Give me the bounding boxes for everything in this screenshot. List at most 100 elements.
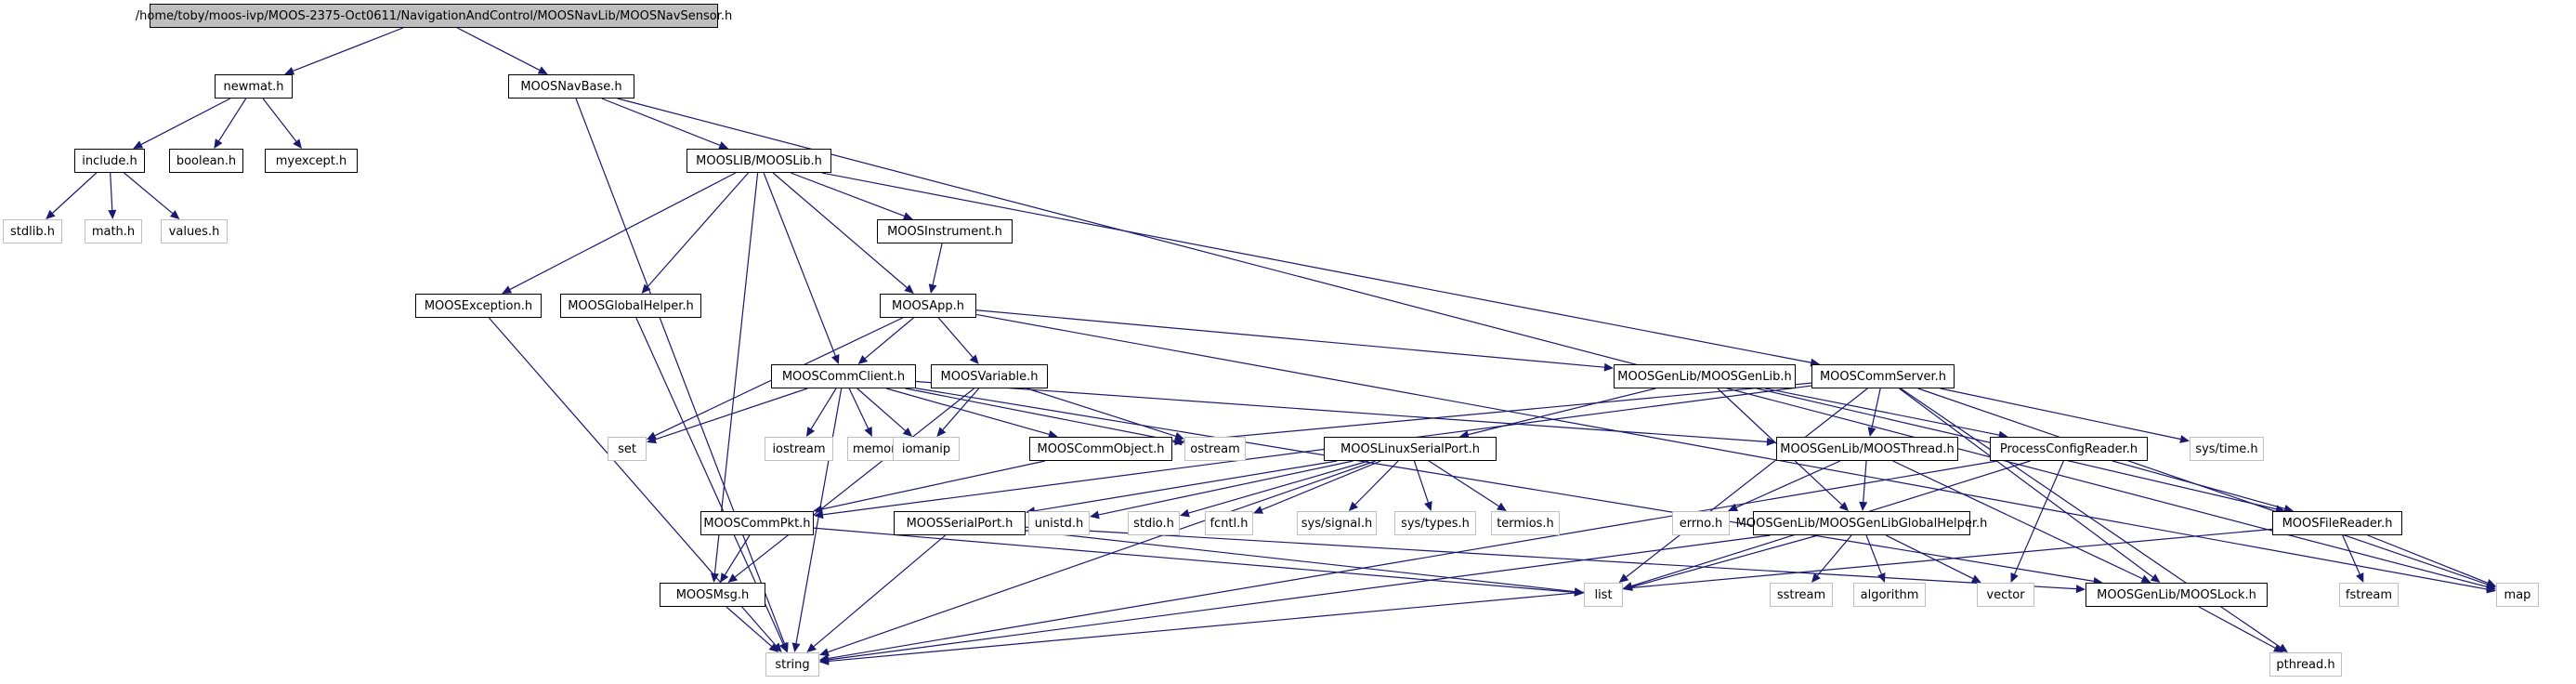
arrowhead-commserver-to-list	[1618, 573, 1629, 583]
arrowhead-globalhelper-to-string	[778, 642, 788, 652]
node-moosglobalhelper[interactable]: MOOSGlobalHelper.h	[560, 294, 701, 318]
node-moosgenlib[interactable]: MOOSGenLib/MOOSGenLib.h	[1614, 364, 1796, 388]
arrowhead-filereader-to-fstream	[2356, 572, 2364, 583]
edge-thread-to-lock	[1892, 460, 2143, 580]
node-algorithm: algorithm	[1853, 583, 1926, 607]
edge-include-to-math	[110, 172, 113, 211]
arrowhead-commclient-to-thread	[1766, 437, 1776, 446]
node-processconfigreader[interactable]: ProcessConfigReader.h	[1990, 437, 2148, 461]
edge-genlib-to-processconfig	[1765, 388, 1999, 436]
edge-commclient-to-ostream	[905, 388, 1176, 442]
edge-navbase-to-string	[575, 98, 786, 644]
edge-msg-to-string	[726, 606, 772, 647]
node-moosinstrument[interactable]: MOOSInstrument.h	[877, 219, 1013, 243]
arrowhead-newmat-to-include	[133, 140, 144, 149]
node-values: values.h	[161, 219, 228, 243]
edge-linuxserial-to-stdio	[1188, 460, 1369, 514]
node-myexcept[interactable]: myexcept.h	[265, 149, 358, 173]
arrowhead-mooslib-to-instrument	[902, 212, 913, 220]
edge-commpkt-to-list	[813, 527, 1576, 593]
node-moosapp[interactable]: MOOSApp.h	[880, 294, 976, 318]
node-include[interactable]: include.h	[74, 149, 145, 173]
node-moosnavbase[interactable]: MOOSNavBase.h	[508, 74, 634, 99]
node-moosgenlibglobalhelper[interactable]: MOOSGenLib/MOOSGenLibGlobalHelper.h	[1736, 511, 1987, 535]
edge-filereader-to-map	[2367, 534, 2488, 584]
node-mooscommobject[interactable]: MOOSCommObject.h	[1029, 437, 1172, 461]
edge-newmat-to-boolean	[218, 98, 247, 141]
arrowhead-commclient-to-commobject	[1047, 429, 1058, 439]
edge-variable-to-ostream	[1026, 388, 1176, 437]
edge-processconfig-to-filereader	[2112, 460, 2285, 509]
edge-app-to-genlib	[975, 309, 1605, 368]
arrowhead-commobject-to-commpkt	[813, 505, 823, 514]
node-moosthread[interactable]: MOOSGenLib/MOOSThread.h	[1776, 437, 1958, 461]
edge-genlibhelper-to-vector	[1885, 534, 1974, 580]
arrowhead-commclient-to-iostream	[806, 427, 816, 437]
node-mooslinuxserialport[interactable]: MOOSLinuxSerialPort.h	[1324, 437, 1497, 461]
arrowhead-linuxserial-to-stdio	[1180, 508, 1190, 518]
arrowhead-newmat-to-boolean	[214, 138, 223, 149]
node-math: math.h	[85, 219, 142, 243]
edge-commserver-to-commobject	[1181, 382, 1812, 442]
node-moosfilereader[interactable]: MOOSFileReader.h	[2272, 511, 2402, 535]
arrowhead-commclient-to-string	[791, 642, 801, 652]
edge-processconfig-to-vector	[2014, 460, 2064, 575]
edge-genlibhelper-to-list	[1631, 534, 1819, 588]
arrowhead-processconfig-to-vector	[2010, 572, 2019, 583]
edge-navbase-to-mooslib	[601, 98, 721, 146]
arrowhead-mooslib-to-commclient	[831, 354, 840, 364]
arrowhead-navbase-to-mooslib	[718, 141, 729, 150]
arrowhead-app-to-commclient	[857, 355, 869, 364]
arrowhead-variable-to-iomanip	[936, 427, 947, 437]
arrowhead-thread-to-lock	[2140, 574, 2151, 583]
node-mooscommserver[interactable]: MOOSCommServer.h	[1811, 364, 1955, 388]
node-newmat[interactable]: newmat.h	[215, 74, 293, 99]
node-map: map	[2496, 583, 2539, 607]
arrowhead-variable-to-msg	[727, 573, 739, 583]
edge-root-to-newmat	[293, 27, 404, 72]
node-sys-types: sys/types.h	[1394, 511, 1476, 535]
node-moosvariable[interactable]: MOOSVariable.h	[931, 364, 1048, 388]
node-sstream: sstream	[1770, 583, 1833, 607]
node-moosmsg[interactable]: MOOSMsg.h	[660, 583, 765, 607]
node-mooslock[interactable]: MOOSGenLib/MOOSLock.h	[2086, 583, 2268, 607]
arrowhead-commpkt-to-msg	[720, 572, 729, 583]
edge-mooslib-to-globalhelper	[647, 172, 749, 287]
arrowhead-root-to-navbase	[537, 66, 548, 74]
node-moosserialport[interactable]: MOOSSerialPort.h	[894, 511, 1026, 535]
edge-root-to-navbase	[457, 27, 541, 71]
arrowhead-include-to-values	[169, 210, 180, 219]
edge-genlibhelper-to-sstream	[1816, 534, 1852, 576]
arrowhead-app-to-genlib	[1603, 362, 1614, 372]
arrowhead-mooslib-to-exception	[502, 285, 513, 294]
arrowhead-commclient-to-iomanip	[902, 428, 913, 437]
arrowhead-commserver-to-thread	[1867, 427, 1876, 437]
edge-thread-to-errno	[1735, 460, 1841, 508]
edge-commserver-to-commpkt	[822, 385, 1812, 516]
arrowhead-serialport-to-string	[806, 643, 817, 652]
edge-commclient-to-memory	[848, 388, 870, 429]
arrowhead-processconfig-to-filereader	[2283, 504, 2295, 513]
edge-linuxserial-to-string	[828, 460, 1376, 653]
arrowhead-root-to-newmat	[284, 67, 295, 75]
arrowhead-serialport-to-lock	[2075, 585, 2086, 594]
arrowhead-genlibhelper-to-vector	[1970, 574, 1981, 583]
node-iomanip: iomanip	[893, 437, 960, 461]
node-moosexception[interactable]: MOOSException.h	[415, 294, 542, 318]
arrowhead-newmat-to-myexcept	[293, 138, 302, 149]
node-errno: errno.h	[1672, 511, 1730, 535]
edge-commclient-to-thread	[915, 380, 1768, 442]
arrowhead-commserver-to-systime	[2179, 435, 2190, 443]
node-unistd: unistd.h	[1028, 511, 1090, 535]
node-mooscommpkt[interactable]: MOOSCommPkt.h	[700, 511, 814, 535]
edge-mooslib-to-commserver	[821, 172, 1811, 363]
arrowhead-mooslib-to-msg	[710, 572, 719, 583]
edge-app-to-map	[975, 313, 2488, 590]
node-boolean[interactable]: boolean.h	[169, 149, 243, 173]
node-string: string	[765, 652, 819, 677]
edge-linuxserial-to-fcntl	[1262, 460, 1381, 511]
arrowhead-linuxserial-to-string	[819, 648, 830, 656]
node-mooslib[interactable]: MOOSLIB/MOOSLib.h	[686, 149, 831, 173]
node-mooscommclient[interactable]: MOOSCommClient.h	[771, 364, 916, 388]
